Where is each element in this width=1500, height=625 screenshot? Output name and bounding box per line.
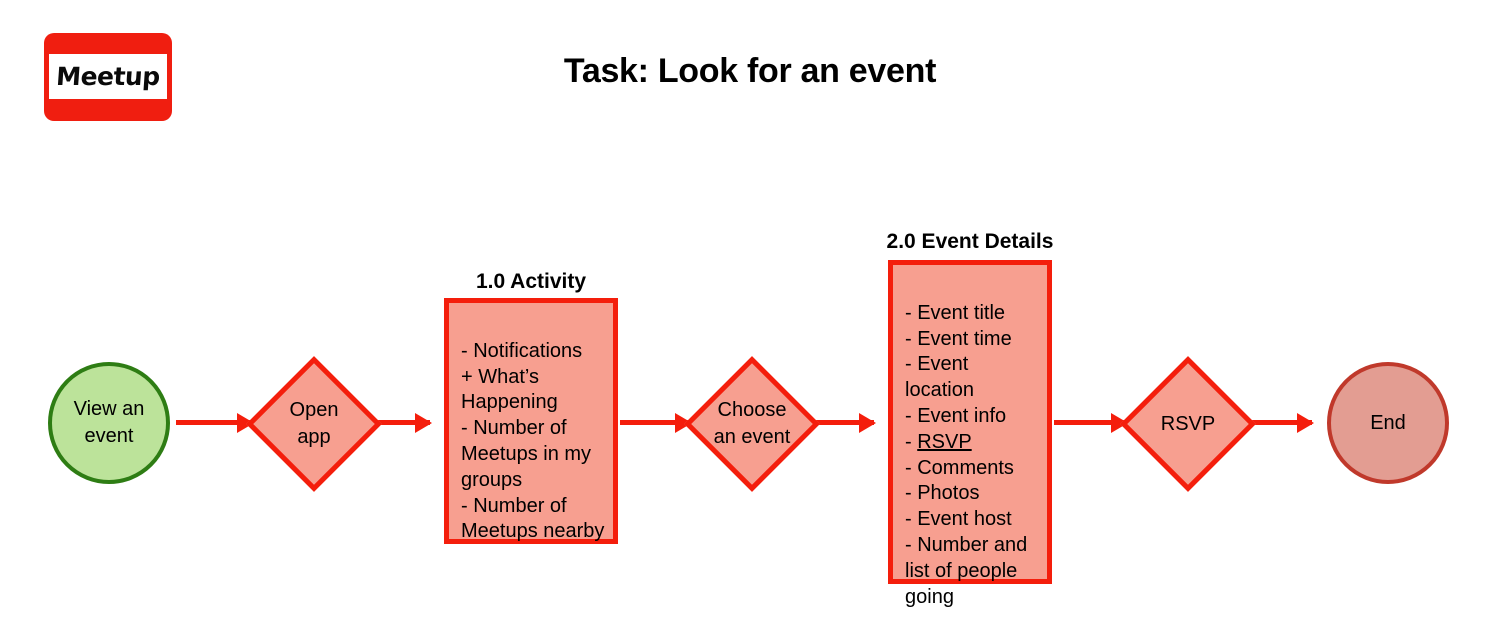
caption-activity: 1.0 Activity — [475, 270, 587, 293]
box-event-details-body-top: - Event title - Event time - Event locat… — [905, 301, 1012, 453]
node-end[interactable]: End — [1327, 362, 1449, 484]
node-open-app[interactable]: Open app — [246, 356, 382, 492]
logo-band: Meetup — [49, 54, 167, 99]
page-title: Task: Look for an event — [563, 52, 937, 90]
box-activity[interactable]: - Notifications + What’s Happening - Num… — [444, 298, 618, 544]
box-event-details-body-bottom: - Comments - Photos - Event host - Numbe… — [905, 456, 1028, 608]
arrow-start-to-open-app — [176, 420, 252, 425]
node-end-label: End — [1370, 411, 1406, 434]
box-event-details[interactable]: - Event title - Event time - Event locat… — [888, 260, 1052, 608]
arrow-open-app-to-activity — [376, 420, 430, 425]
node-view-an-event[interactable]: View an event — [48, 362, 170, 484]
arrow-event-details-to-rsvp — [1054, 420, 1126, 425]
caption-event-details: 2.0 Event Details — [886, 230, 1054, 253]
node-view-an-event-label: View an event — [73, 398, 145, 447]
node-rsvp[interactable]: RSVP — [1120, 356, 1256, 492]
meetup-logo: Meetup — [44, 33, 172, 121]
event-details-rsvp-link[interactable]: RSVP — [917, 430, 972, 453]
arrow-rsvp-to-end — [1250, 420, 1312, 425]
node-choose-an-event[interactable]: Choose an event — [684, 356, 820, 492]
box-activity-body: - Notifications + What’s Happening - Num… — [461, 339, 605, 543]
node-rsvp-label: RSVP — [1160, 412, 1216, 435]
arrow-activity-to-choose-event — [620, 420, 690, 425]
node-open-app-label: Open app — [289, 399, 339, 448]
node-choose-an-event-label: Choose an event — [713, 399, 791, 448]
arrow-choose-event-to-event-details — [814, 420, 874, 425]
